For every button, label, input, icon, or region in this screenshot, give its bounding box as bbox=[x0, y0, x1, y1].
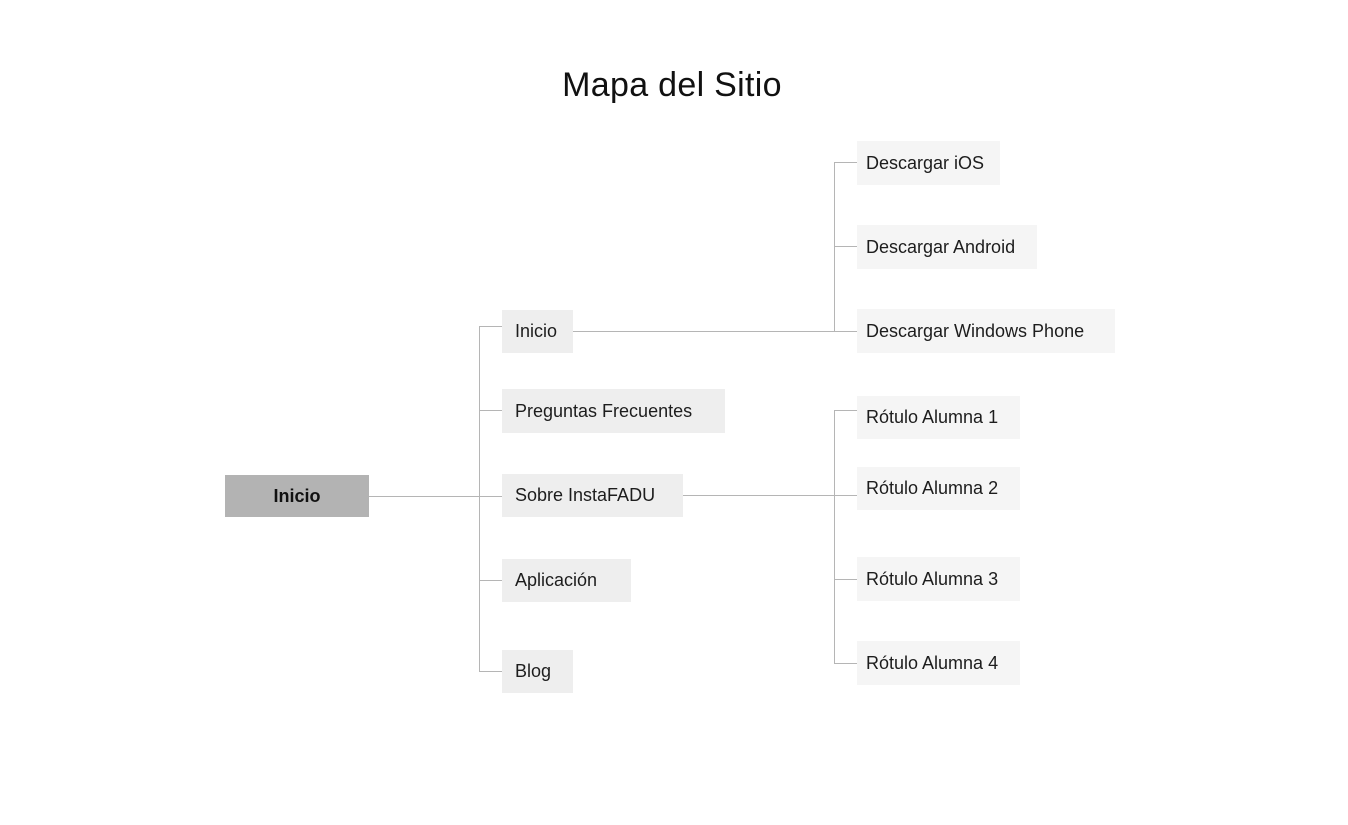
node-descargar-android[interactable]: Descargar Android bbox=[857, 225, 1037, 269]
connector-level1-inicio bbox=[479, 326, 502, 327]
node-rotulo-alumna-3[interactable]: Rótulo Alumna 3 bbox=[857, 557, 1020, 601]
node-rotulo-alumna-4[interactable]: Rótulo Alumna 4 bbox=[857, 641, 1020, 685]
node-root-inicio[interactable]: Inicio bbox=[225, 475, 369, 517]
node-rotulo-alumna-1[interactable]: Rótulo Alumna 1 bbox=[857, 396, 1020, 439]
node-aplicacion[interactable]: Aplicación bbox=[502, 559, 631, 602]
page-title: Mapa del Sitio bbox=[562, 66, 782, 104]
connector-level1-trunk bbox=[479, 326, 480, 672]
connector-level1-blog bbox=[479, 671, 502, 672]
connector-level1-preguntas bbox=[479, 410, 502, 411]
connector-root bbox=[369, 496, 502, 497]
connector-level1-aplicacion bbox=[479, 580, 502, 581]
node-preguntas-frecuentes[interactable]: Preguntas Frecuentes bbox=[502, 389, 725, 433]
connector-rotulo-1 bbox=[834, 410, 857, 411]
node-descargar-windows-phone[interactable]: Descargar Windows Phone bbox=[857, 309, 1115, 353]
connector-rotulo-3 bbox=[834, 579, 857, 580]
connector-download-android bbox=[834, 246, 857, 247]
node-blog[interactable]: Blog bbox=[502, 650, 573, 693]
connector-sobre-children bbox=[683, 495, 857, 496]
node-rotulo-alumna-2[interactable]: Rótulo Alumna 2 bbox=[857, 467, 1020, 510]
connector-rotulo-4 bbox=[834, 663, 857, 664]
node-sobre-instafadu[interactable]: Sobre InstaFADU bbox=[502, 474, 683, 517]
node-inicio[interactable]: Inicio bbox=[502, 310, 573, 353]
node-descargar-ios[interactable]: Descargar iOS bbox=[857, 141, 1000, 185]
connector-rotulos-trunk bbox=[834, 410, 835, 664]
connector-download-ios bbox=[834, 162, 857, 163]
connector-inicio-children bbox=[573, 331, 857, 332]
connector-downloads-trunk bbox=[834, 162, 835, 332]
